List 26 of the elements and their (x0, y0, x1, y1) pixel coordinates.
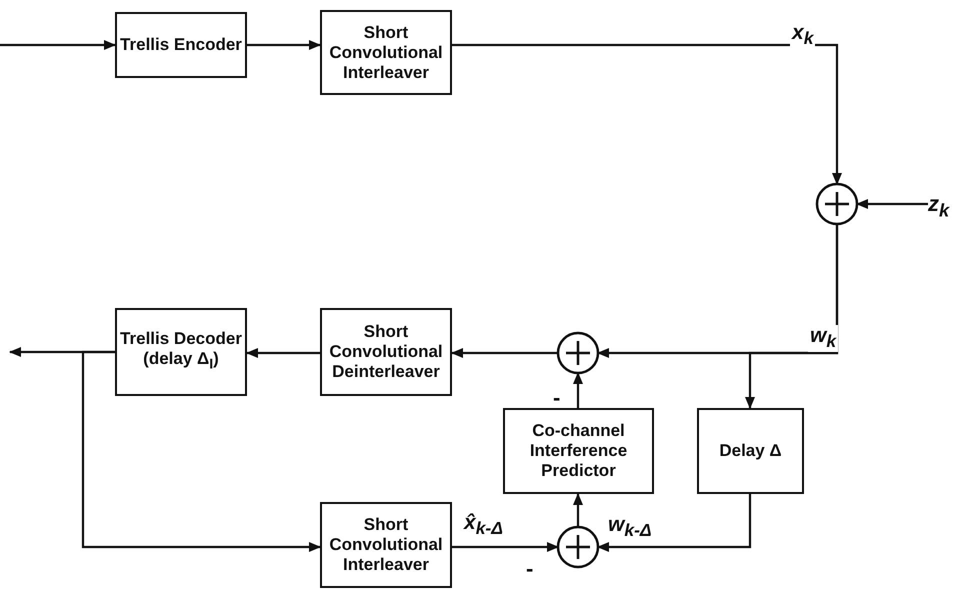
arrow (573, 493, 583, 527)
block-box: Delay Δ (697, 408, 804, 494)
block-box: Co-channel Interference Predictor (503, 408, 654, 494)
block-box: Short Convolutional Interleaver (320, 10, 452, 95)
summing-junction (556, 332, 600, 374)
arrow (745, 224, 838, 409)
block-box: Short Convolutional Deinterleaver (320, 308, 452, 396)
arrow (573, 372, 583, 408)
arrow (451, 348, 558, 358)
arrow (856, 199, 928, 209)
arrow (247, 40, 321, 50)
summing-junction (816, 182, 858, 226)
arrow (82, 350, 321, 552)
arrow (0, 40, 116, 50)
edge-label: w$_{k}$ (808, 325, 838, 352)
block-box: Trellis Encoder (115, 12, 247, 78)
signal-label: z$_{k}$ (928, 191, 963, 221)
block-box: Short Convolutional Interleaver (320, 502, 452, 588)
summing-junction (556, 526, 600, 568)
sign-label: - (553, 387, 560, 409)
arrow (597, 494, 752, 552)
arrow (452, 542, 559, 552)
block-box: Trellis Decoder (delay Δ$_{I}$) (115, 308, 247, 396)
arrow (246, 348, 320, 358)
arrow (452, 44, 842, 185)
sign-label: - (526, 558, 534, 580)
